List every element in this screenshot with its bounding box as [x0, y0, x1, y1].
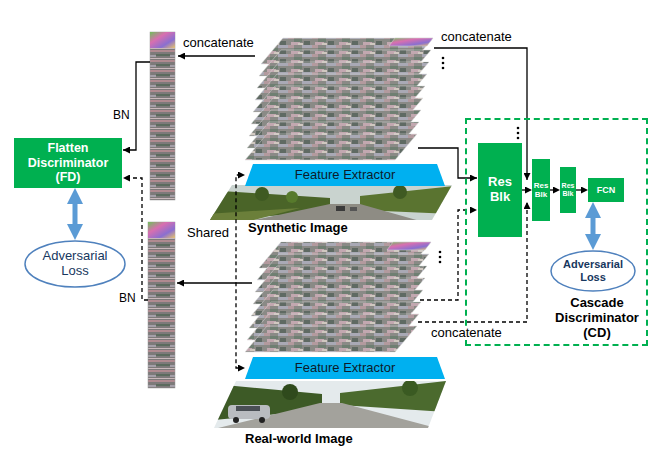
car [336, 206, 345, 211]
dot [439, 256, 442, 259]
feature-map-stack [245, 242, 431, 352]
trapezoid-shape [245, 357, 445, 379]
car [350, 207, 357, 211]
loss-ellipse: Adversarial Loss [24, 240, 126, 288]
discriminator-group: Cascade Discriminator (CD) Res Blk Res Blk… [465, 118, 648, 346]
tree [282, 384, 298, 400]
res-block: Res Blk [560, 167, 576, 213]
feature-wire [420, 210, 477, 300]
node-heading: Cascade Discriminator (CD) [547, 296, 647, 341]
node-label: Flatten Discriminator (FD) [16, 141, 120, 184]
tree [393, 185, 407, 199]
bn-wire [123, 62, 150, 150]
connector [550, 189, 556, 190]
node-label: Adversarial Loss [560, 258, 627, 283]
sky [208, 185, 454, 221]
fcn-box: FCN [588, 178, 624, 202]
feature-map-stack [245, 38, 433, 160]
node-label: Res Blk [480, 175, 520, 205]
car [228, 405, 270, 419]
tree [286, 191, 298, 203]
loss-arrow [73, 198, 78, 231]
strip-patch [150, 32, 175, 48]
node-label: Adversarial Loss [35, 249, 115, 279]
connector [236, 175, 241, 368]
concat-arrow [178, 55, 255, 56]
dot [442, 62, 445, 65]
feature-map [245, 326, 417, 352]
dot [439, 251, 442, 254]
annotation-label: BN [112, 109, 131, 122]
strip-patch [148, 222, 175, 238]
loss-ellipse: Adversarial Loss [550, 250, 636, 292]
feature-extractor: Feature Extractor [245, 357, 445, 379]
node-label: Feature Extractor [295, 168, 395, 183]
feature-map-patch [387, 242, 431, 250]
synthetic-photo [208, 185, 454, 221]
discriminator-box: Flatten Discriminator (FD) [14, 138, 122, 188]
node-label: FCN [597, 185, 616, 195]
bn-wire [123, 178, 148, 300]
wheel [259, 417, 265, 423]
feature-map-patch [389, 38, 433, 46]
concat-arrow [177, 282, 252, 283]
dot [442, 67, 445, 70]
annotation-label: concatenate [182, 36, 255, 50]
tree [255, 187, 269, 201]
edge-label: Shared [186, 226, 230, 240]
sky [212, 381, 448, 429]
feature-map [245, 134, 417, 160]
annotation-label: concatenate [440, 30, 513, 44]
node-label: Feature Extractor [295, 361, 395, 376]
annotation-label: concatenate [430, 326, 503, 340]
tree [402, 380, 418, 396]
node-heading: Real-world Image [245, 432, 353, 447]
connector [522, 189, 528, 190]
car-window [236, 406, 260, 411]
loss-arrow [591, 212, 596, 241]
dot [517, 127, 520, 130]
dot [517, 132, 520, 135]
trapezoid-shape [245, 164, 445, 186]
real-photo [212, 380, 448, 429]
road [214, 403, 440, 429]
image-panel: Real-world Image [212, 380, 448, 447]
node-label: Res Blk [560, 182, 576, 198]
dot [517, 137, 520, 140]
dot [442, 57, 445, 60]
connector [576, 189, 584, 190]
res-block: Res Blk [532, 159, 550, 221]
ellipse-shape [551, 251, 635, 291]
node-label: Res Blk [532, 181, 550, 199]
node-heading: Synthetic Image [248, 221, 348, 236]
res-block: Res Blk [478, 143, 522, 237]
wheel [233, 417, 239, 423]
grass [208, 208, 300, 221]
annotation-label: BN [118, 292, 137, 305]
dot [439, 261, 442, 264]
flatten-strip [150, 32, 175, 200]
flatten-strip [148, 222, 175, 388]
image-panel: Synthetic Image [208, 184, 454, 236]
feature-extractor: Feature Extractor [245, 164, 445, 186]
ellipse-shape [25, 241, 125, 287]
